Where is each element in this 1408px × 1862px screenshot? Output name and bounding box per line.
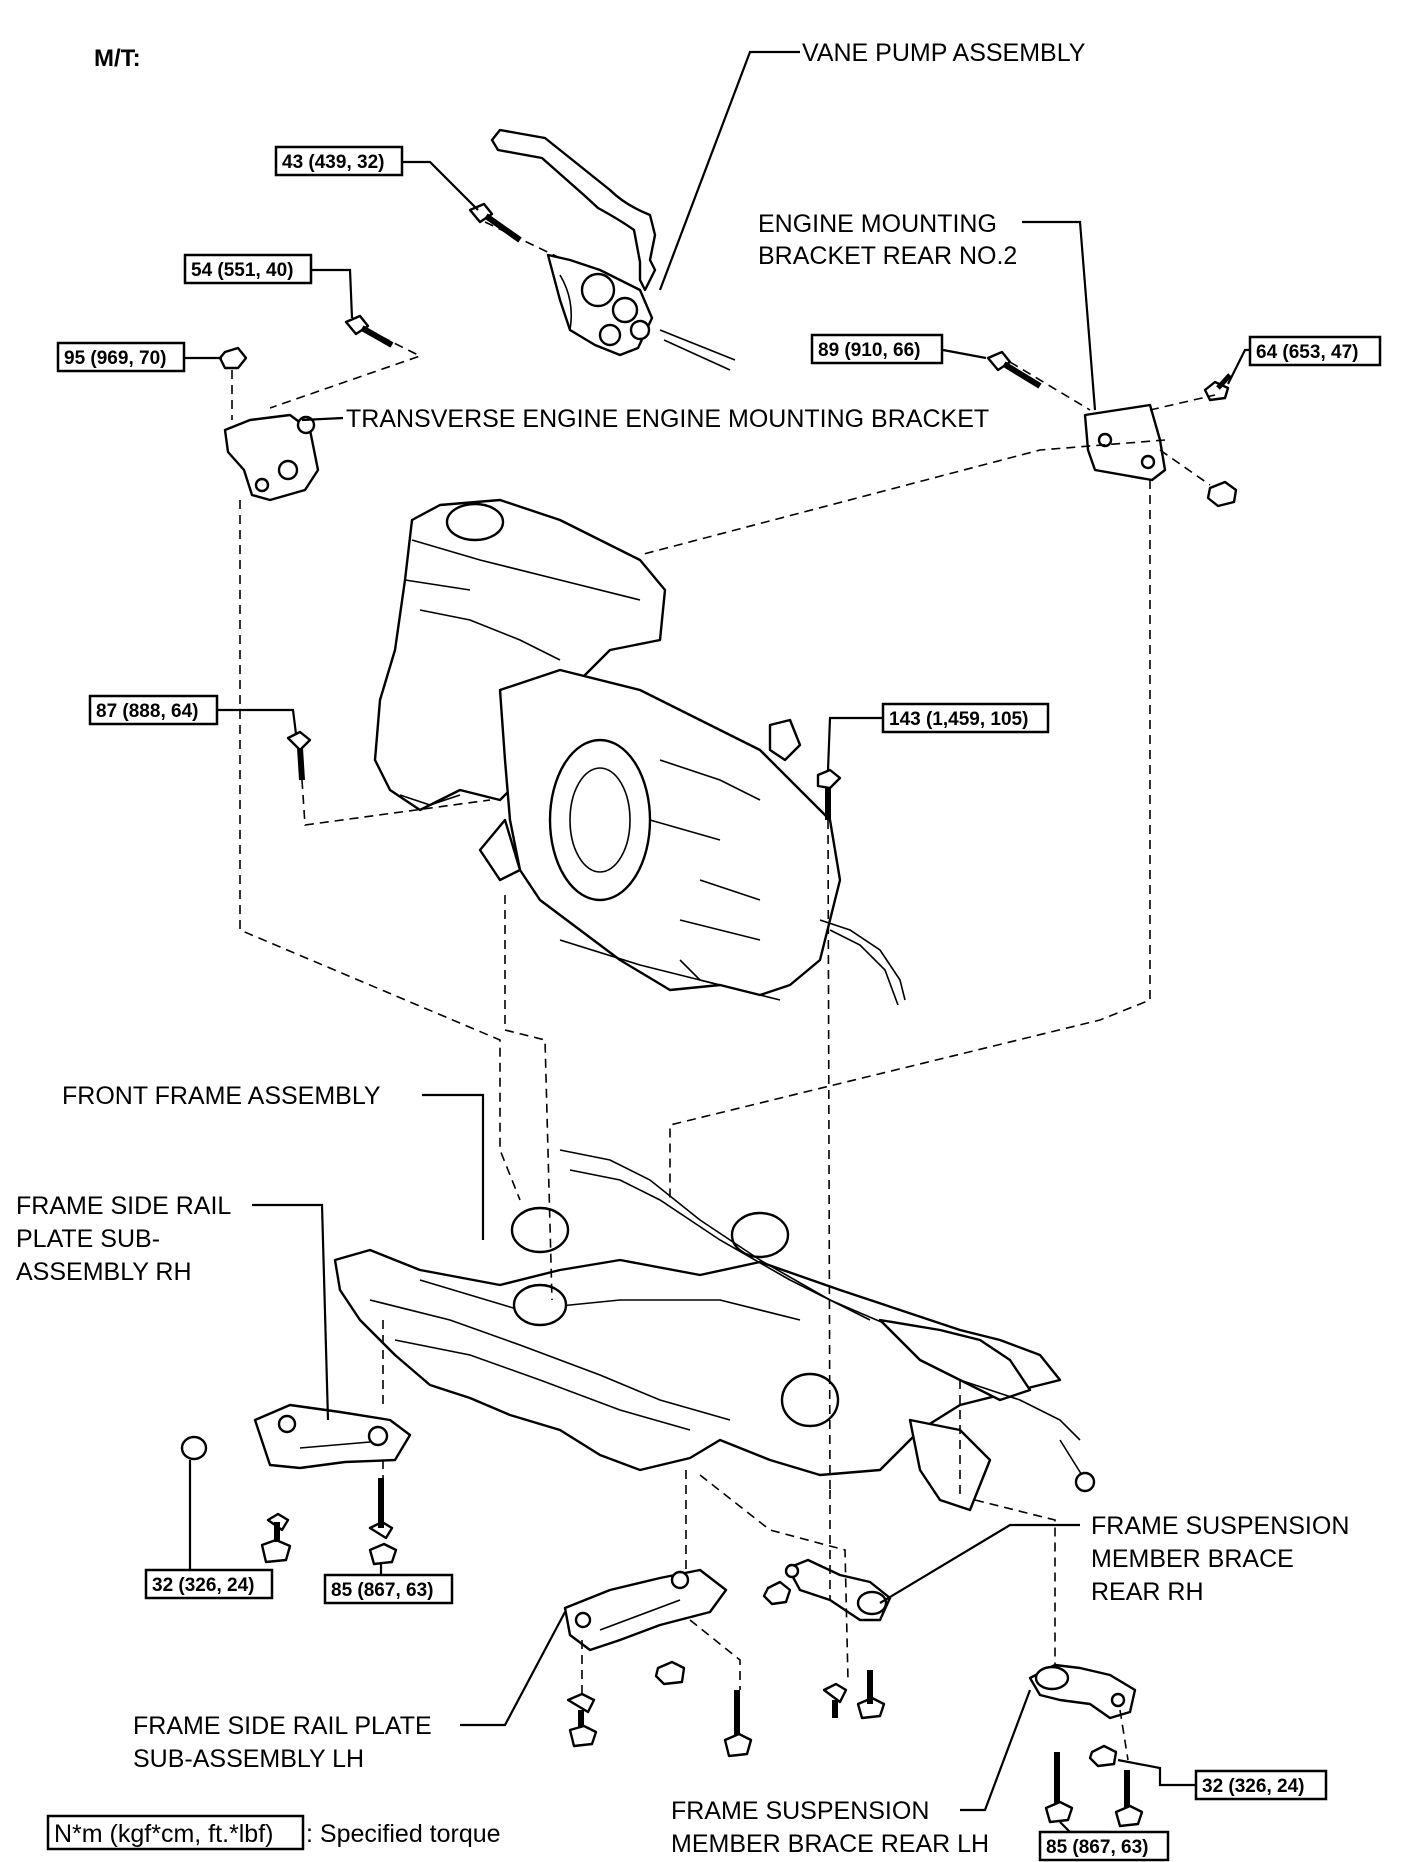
brace-rear-lh-label-line2: MEMBER BRACE REAR LH	[671, 1830, 989, 1858]
transverse-engine-mounting-bracket	[223, 413, 320, 502]
leader-lines	[184, 50, 1260, 1834]
side-rail-rh-label-line3: ASSEMBLY RH	[16, 1258, 192, 1286]
legend-description: : Specified torque	[306, 1820, 501, 1848]
nut-95	[218, 346, 248, 370]
brace-rear-lh-label-line1: FRAME SUSPENSION	[671, 1797, 929, 1825]
torque-box-143: 143 (1,459, 105)	[881, 702, 1050, 734]
bolts-rh	[260, 1478, 398, 1566]
engine-mounting-bracket-rear-no2	[1083, 403, 1167, 482]
torque-box-43: 43 (439, 32)	[274, 145, 404, 177]
frame-suspension-member-brace-rear-rh	[784, 1558, 892, 1622]
brace-rear-rh-label-line3: REAR RH	[1091, 1578, 1204, 1606]
nut-bracket-rear	[1206, 480, 1238, 508]
brace-rear-rh-label-line1: FRAME SUSPENSION	[1091, 1512, 1349, 1540]
torque-value: 32 (326, 24)	[152, 1575, 254, 1596]
torque-value: 143 (1,459, 105)	[889, 709, 1028, 730]
nut-rh	[180, 1435, 208, 1461]
torque-value: 85 (867, 63)	[331, 1580, 433, 1601]
nut-lh	[654, 1660, 686, 1686]
torque-value: 87 (888, 64)	[96, 701, 198, 722]
torque-value: 95 (969, 70)	[64, 348, 166, 369]
legend-unit: N*m (kgf*cm, ft.*lbf)	[54, 1820, 273, 1848]
torque-value: 43 (439, 32)	[282, 152, 384, 173]
torque-value: 64 (653, 47)	[1256, 342, 1358, 363]
torque-value: 32 (326, 24)	[1202, 1776, 1304, 1797]
engine-transaxle	[373, 498, 906, 1006]
bolts-brace-lh	[1044, 1744, 1144, 1828]
assembly-dashed-lines	[231, 221, 1216, 1761]
nut-brace-rh	[762, 1580, 792, 1606]
side-rail-rh-label-line1: FRAME SIDE RAIL	[16, 1192, 231, 1220]
bolt-89	[986, 350, 1042, 389]
vane-pump-assembly	[490, 128, 736, 371]
front-frame-assembly	[333, 1149, 1096, 1512]
side-rail-lh-label-line2: SUB-ASSEMBLY LH	[133, 1745, 364, 1773]
engine-mount-rear-no2-label-line1: ENGINE MOUNTING	[758, 210, 997, 238]
frame-side-rail-plate-lh	[563, 1568, 728, 1652]
transmission-type-label: M/T:	[94, 45, 141, 72]
vane-pump-label: VANE PUMP ASSEMBLY	[802, 39, 1086, 67]
bolt-87	[286, 730, 312, 781]
legend: N*m (kgf*cm, ft.*lbf) : Specified torque	[46, 1814, 501, 1851]
torque-value: 89 (910, 66)	[818, 340, 920, 361]
front-frame-label: FRONT FRAME ASSEMBLY	[62, 1082, 381, 1110]
frame-side-rail-plate-rh	[253, 1403, 412, 1470]
bolts-lh	[566, 1690, 753, 1758]
bolt-143	[816, 768, 842, 820]
brace-rear-rh-label-line2: MEMBER BRACE	[1091, 1545, 1294, 1573]
torque-box-95: 95 (969, 70)	[56, 341, 186, 373]
bolt-54	[344, 314, 394, 348]
torque-box-85-rh: 85 (867, 63)	[323, 1573, 454, 1605]
torque-box-54: 54 (551, 40)	[183, 253, 313, 285]
torque-box-89: 89 (910, 66)	[810, 333, 944, 365]
side-rail-rh-label-line2: PLATE SUB-	[16, 1225, 160, 1253]
side-rail-lh-label-line1: FRAME SIDE RAIL PLATE	[133, 1712, 432, 1740]
frame-suspension-member-brace-rear-lh	[1028, 1663, 1137, 1720]
torque-box-64: 64 (653, 47)	[1248, 335, 1382, 367]
torque-box-85-lh: 85 (867, 63)	[1038, 1830, 1170, 1862]
engine-mount-rear-no2-label-line2: BRACKET REAR NO.2	[758, 242, 1017, 270]
torque-value: 85 (867, 63)	[1046, 1837, 1148, 1858]
torque-box-32-lh: 32 (326, 24)	[1194, 1769, 1328, 1801]
bolts-brace-rh	[822, 1670, 886, 1720]
transverse-bracket-label: TRANSVERSE ENGINE ENGINE MOUNTING BRACKE…	[346, 405, 989, 433]
torque-value: 54 (551, 40)	[191, 260, 293, 281]
torque-box-32-rh: 32 (326, 24)	[144, 1568, 274, 1600]
torque-box-87: 87 (888, 64)	[88, 694, 219, 726]
